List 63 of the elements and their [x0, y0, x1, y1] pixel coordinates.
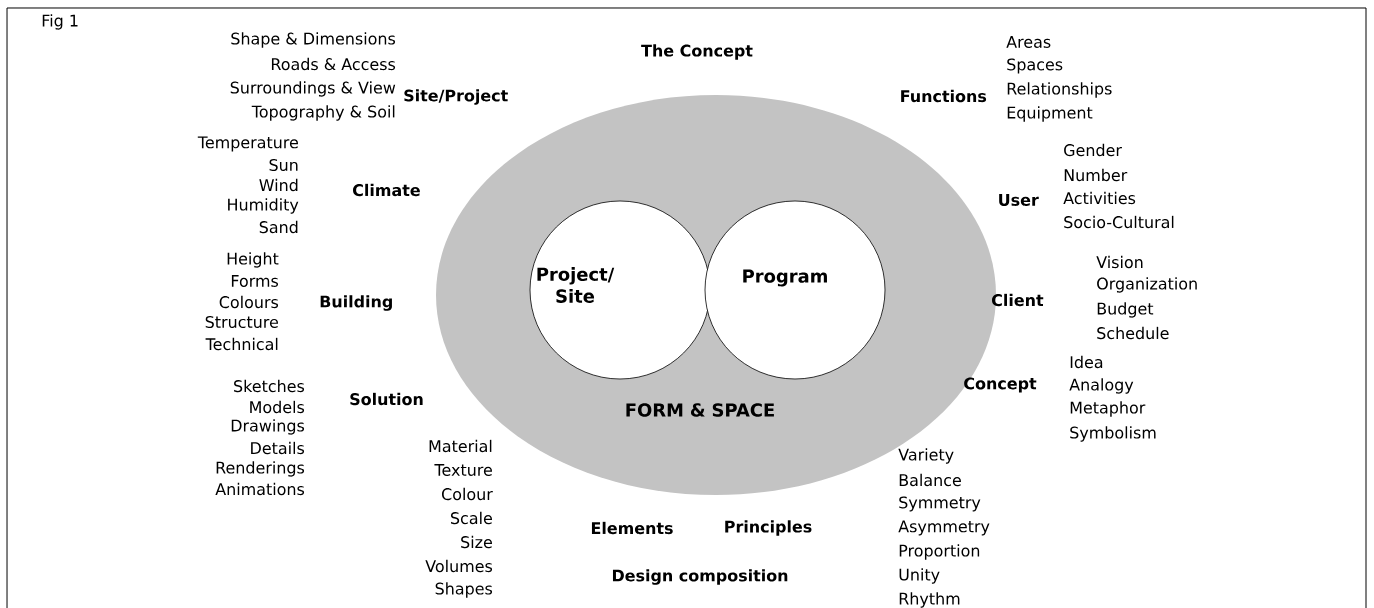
item-label: Number [1064, 168, 1128, 182]
item-label: Technical [205, 337, 278, 351]
heading-label: Elements [591, 521, 673, 535]
item-label: Relationships [1007, 82, 1112, 98]
item-label: Gender [1064, 143, 1122, 157]
item-label: Sketches [234, 379, 305, 393]
item-label: Details [251, 441, 305, 455]
item-label: Shapes [435, 582, 493, 598]
item-label: Metaphor [1070, 401, 1146, 417]
item-label: Balance [899, 473, 961, 487]
item-label: Budget [1097, 302, 1154, 318]
item-label: Variety [898, 448, 954, 464]
item-label: Socio-Cultural [1064, 215, 1174, 229]
item-label: Height [227, 252, 279, 268]
item-label: Drawings [231, 419, 305, 435]
item-label: Equipment [1007, 106, 1093, 122]
heading-label: Building [320, 295, 392, 311]
heading-label: Solution [350, 392, 423, 406]
item-label: Temperature [197, 136, 298, 152]
item-label: Renderings [216, 461, 305, 477]
item-label: Asymmetry [898, 520, 990, 536]
heading-label: Client [992, 293, 1044, 307]
item-label: Idea [1070, 355, 1103, 369]
item-label: Topography & Soil [251, 105, 395, 121]
item-label: Rhythm [899, 592, 960, 608]
item-label: Roads & Access [271, 57, 396, 71]
heading-label: Functions [901, 89, 987, 103]
item-label: Analogy [1069, 378, 1134, 394]
item-label: Wind [259, 178, 298, 192]
item-label: Areas [1006, 36, 1051, 48]
item-label: Size [461, 535, 492, 549]
item-label: Humidity [228, 198, 299, 214]
item-label: Shape & Dimensions [231, 32, 396, 48]
heading-label: Concept [964, 377, 1037, 393]
item-label: Structure [205, 315, 278, 328]
item-label: Symmetry [899, 496, 981, 512]
figure-number: Fig 1 [42, 14, 78, 30]
heading-label: Site/Project [404, 89, 508, 105]
item-label: Unity [899, 568, 940, 584]
item-label: Spaces [1007, 58, 1063, 74]
item-label: Activities [1063, 191, 1136, 205]
item-label: Animations [215, 482, 305, 496]
item-label: Colour [442, 487, 493, 501]
heading-label: Design composition [613, 569, 788, 585]
item-label: Schedule [1097, 326, 1169, 340]
item-label: Colours [219, 295, 279, 309]
item-label: Material [429, 439, 492, 453]
item-label: Vision [1096, 255, 1143, 269]
item-label: Organization [1097, 277, 1197, 293]
item-label: Sun [269, 158, 298, 171]
heading-label: Principles [725, 520, 812, 536]
heading-label: User [999, 194, 1039, 206]
heading-label: The Concept [641, 44, 753, 60]
item-label: Forms [231, 275, 279, 287]
item-label: Sand [259, 220, 298, 234]
item-label: Texture [434, 464, 492, 476]
item-label: Models [250, 400, 305, 414]
item-label: Surroundings & View [230, 81, 396, 97]
heading-label: Climate [353, 183, 420, 197]
item-label: Volumes [425, 559, 493, 573]
item-label: Symbolism [1070, 426, 1156, 442]
item-label: Scale [451, 511, 492, 525]
item-label: Proportion [899, 544, 980, 560]
